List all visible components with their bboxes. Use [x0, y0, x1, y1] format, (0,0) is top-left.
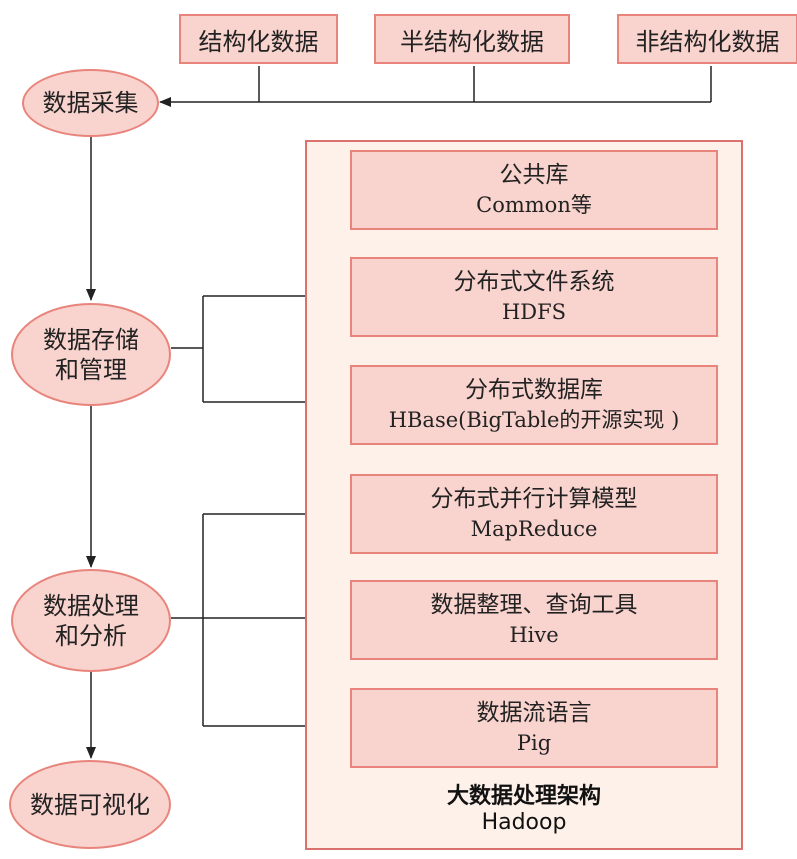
source-semi-structured: 半结构化数据: [374, 14, 570, 64]
module-name: 公共库: [499, 161, 569, 188]
stage-data-processing: 数据处理 和分析: [11, 569, 171, 672]
module-hive: 数据整理、查询工具 Hive: [350, 580, 718, 660]
stage-data-storage: 数据存储 和管理: [11, 303, 171, 406]
module-pig: 数据流语言 Pig: [350, 688, 718, 768]
module-name: 分布式文件系统: [453, 268, 615, 295]
stage-data-collection: 数据采集: [22, 69, 159, 137]
source-structured: 结构化数据: [179, 14, 338, 64]
module-hbase: 分布式数据库 HBase(BigTable的开源实现 ): [350, 365, 718, 445]
module-en-name: Pig: [516, 730, 552, 755]
module-name: 分布式并行计算模型: [430, 485, 638, 512]
stage-label-line-1: 数据处理: [43, 591, 139, 620]
module-en-name: HBase(BigTable的开源实现 ): [388, 407, 680, 432]
stage-label: 数据可视化: [30, 790, 150, 819]
framework-title: 大数据处理架构: [446, 784, 601, 809]
module-name: 数据流语言: [476, 699, 592, 726]
module-name: 数据整理、查询工具: [430, 591, 638, 618]
module-en-name: MapReduce: [470, 516, 598, 541]
stage-label-line-2: 和分析: [55, 621, 127, 650]
module-en-name: Hive: [509, 622, 559, 647]
stage-label-line-2: 和管理: [55, 355, 127, 384]
source-unstructured: 非结构化数据: [617, 14, 797, 64]
module-hdfs: 分布式文件系统 HDFS: [350, 257, 718, 337]
stage-data-visualization: 数据可视化: [9, 760, 171, 849]
stage-label: 数据采集: [42, 89, 139, 117]
module-common: 公共库 Common等: [350, 150, 718, 230]
stage-label-line-1: 数据存储: [43, 325, 139, 354]
module-en-name: HDFS: [501, 299, 567, 324]
module-mapreduce: 分布式并行计算模型 MapReduce: [350, 474, 718, 554]
module-en-name: Common等: [476, 192, 592, 217]
framework-subtitle: Hadoop: [481, 810, 567, 835]
module-name: 分布式数据库: [465, 376, 603, 403]
